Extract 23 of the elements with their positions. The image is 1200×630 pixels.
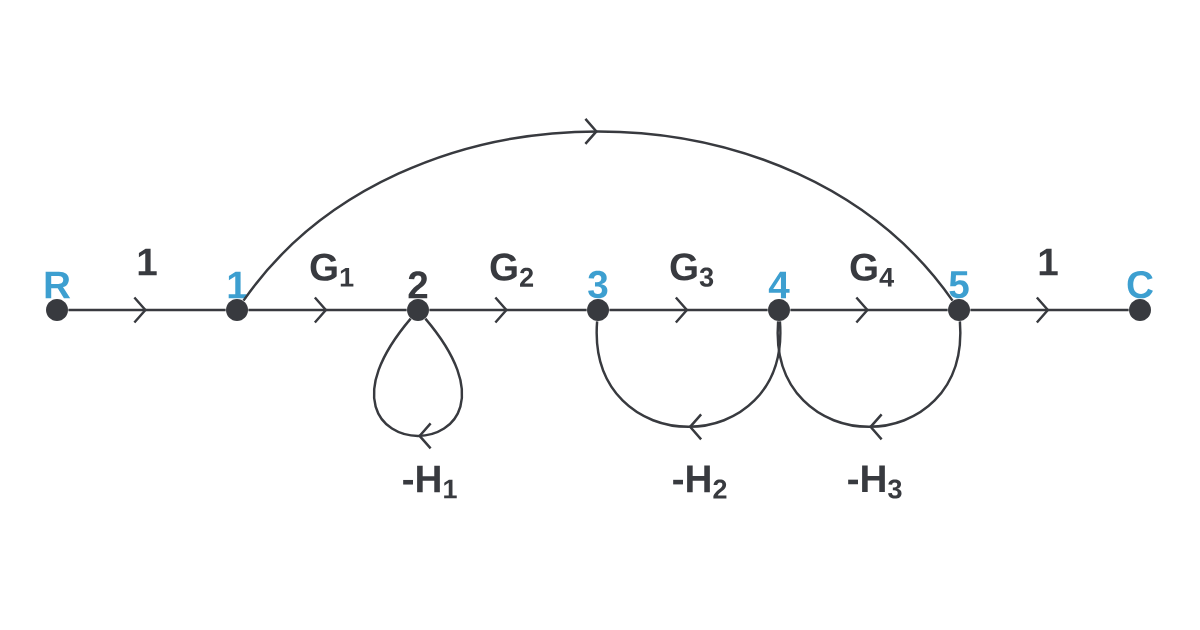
graph-node: 4: [768, 271, 790, 321]
graph-node: 1: [226, 271, 248, 321]
edge-label: -H$_{2}$: [673, 465, 727, 499]
node-label: 1: [228, 271, 247, 299]
graph-node: 3: [587, 270, 609, 321]
graph-node: C: [1127, 270, 1153, 321]
edge-label: 1: [138, 248, 157, 276]
edge-label: G$_{2}$: [490, 253, 534, 287]
node-label: 5: [949, 271, 969, 299]
edge-label: 1: [1039, 248, 1058, 276]
edge-label: G$_{1}$: [310, 253, 354, 287]
graph-node: 5: [948, 271, 970, 321]
edge-label: -H$_{1}$: [403, 465, 457, 499]
node-label: 3: [588, 270, 608, 299]
graph-node: R: [45, 271, 71, 321]
graph-node: 2: [407, 271, 429, 321]
node-label: C: [1127, 270, 1153, 299]
edge-label: G$_{4}$: [850, 253, 894, 287]
node-label: 2: [408, 271, 428, 299]
edge-label: -H$_{3}$: [848, 465, 902, 499]
node-label: 4: [768, 271, 790, 299]
edge-label: G$_{3}$: [670, 253, 714, 287]
node-label: R: [45, 271, 71, 299]
